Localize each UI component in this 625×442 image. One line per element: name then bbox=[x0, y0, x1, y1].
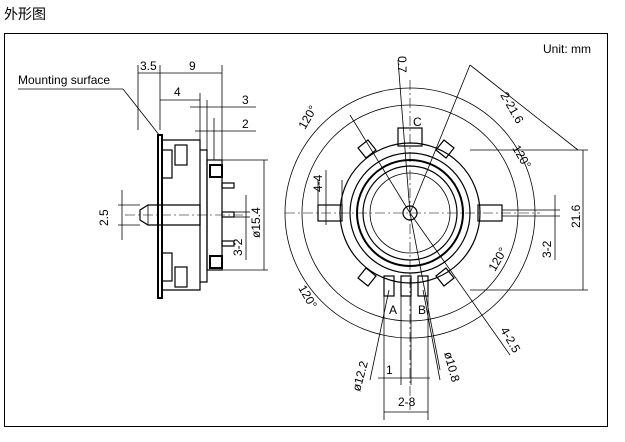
mounting-plate bbox=[157, 134, 163, 299]
dim-2-8: 2-8 bbox=[398, 395, 416, 409]
terminal-pin-2 bbox=[221, 211, 235, 218]
dim-0-7: 0.7 bbox=[395, 56, 409, 73]
angle-120-top-left: 120° bbox=[295, 103, 320, 132]
terminal-a-label: A bbox=[389, 303, 397, 317]
terminal-pin-3 bbox=[221, 240, 235, 247]
tab-top bbox=[397, 127, 423, 147]
unit-label: Unit: mm bbox=[543, 42, 591, 56]
angle-120-right: 120° bbox=[509, 143, 534, 172]
terminal-c-label: C bbox=[413, 115, 422, 129]
dim-2-21-6-radius: 2-21.6 bbox=[497, 90, 526, 127]
drawing-frame bbox=[4, 33, 608, 427]
angle-120-bottom-right: 120° bbox=[485, 245, 510, 274]
dim-9: 9 bbox=[189, 59, 196, 73]
front-view: 0.7 2-21.6 120° 120° 120° 120° C 4-4 21.… bbox=[284, 56, 588, 420]
dim-dia-10-8: ø10.8 bbox=[441, 350, 463, 384]
side-view: Mounting surface 3.5 9 4 bbox=[18, 59, 268, 299]
dim-4-2-5: 4-2.5 bbox=[497, 325, 523, 356]
dim-3: 3 bbox=[242, 93, 249, 107]
dim-3-2-front: 3-2 bbox=[540, 240, 554, 258]
dim-4-4: 4-4 bbox=[311, 174, 325, 192]
dim-4: 4 bbox=[174, 85, 181, 99]
dim-2: 2 bbox=[242, 117, 249, 131]
terminal-b-label: B bbox=[418, 303, 426, 317]
dim-dia-12-2: ø12.2 bbox=[349, 359, 371, 393]
terminal-pin-1 bbox=[221, 182, 235, 189]
body-lower-latch bbox=[161, 252, 173, 282]
terminal-b-pin bbox=[417, 275, 429, 297]
angle-120-bottom-left: 120° bbox=[295, 283, 320, 312]
body-upper-latch bbox=[161, 149, 173, 179]
dim-3-5: 3.5 bbox=[140, 59, 157, 73]
dim-2-5: 2.5 bbox=[97, 209, 111, 226]
mounting-surface-leader bbox=[122, 88, 161, 137]
terminal-a-pin bbox=[383, 275, 395, 297]
dim-21-6: 21.6 bbox=[569, 204, 583, 228]
dim-3-2-side: 3-2 bbox=[231, 238, 245, 256]
page-title: 外形图 bbox=[4, 7, 46, 23]
terminal-common-pin bbox=[400, 275, 412, 297]
dim-dia-15-4: ø15.4 bbox=[249, 207, 263, 238]
dim-1: 1 bbox=[386, 363, 393, 377]
mounting-surface-label: Mounting surface bbox=[18, 73, 110, 87]
